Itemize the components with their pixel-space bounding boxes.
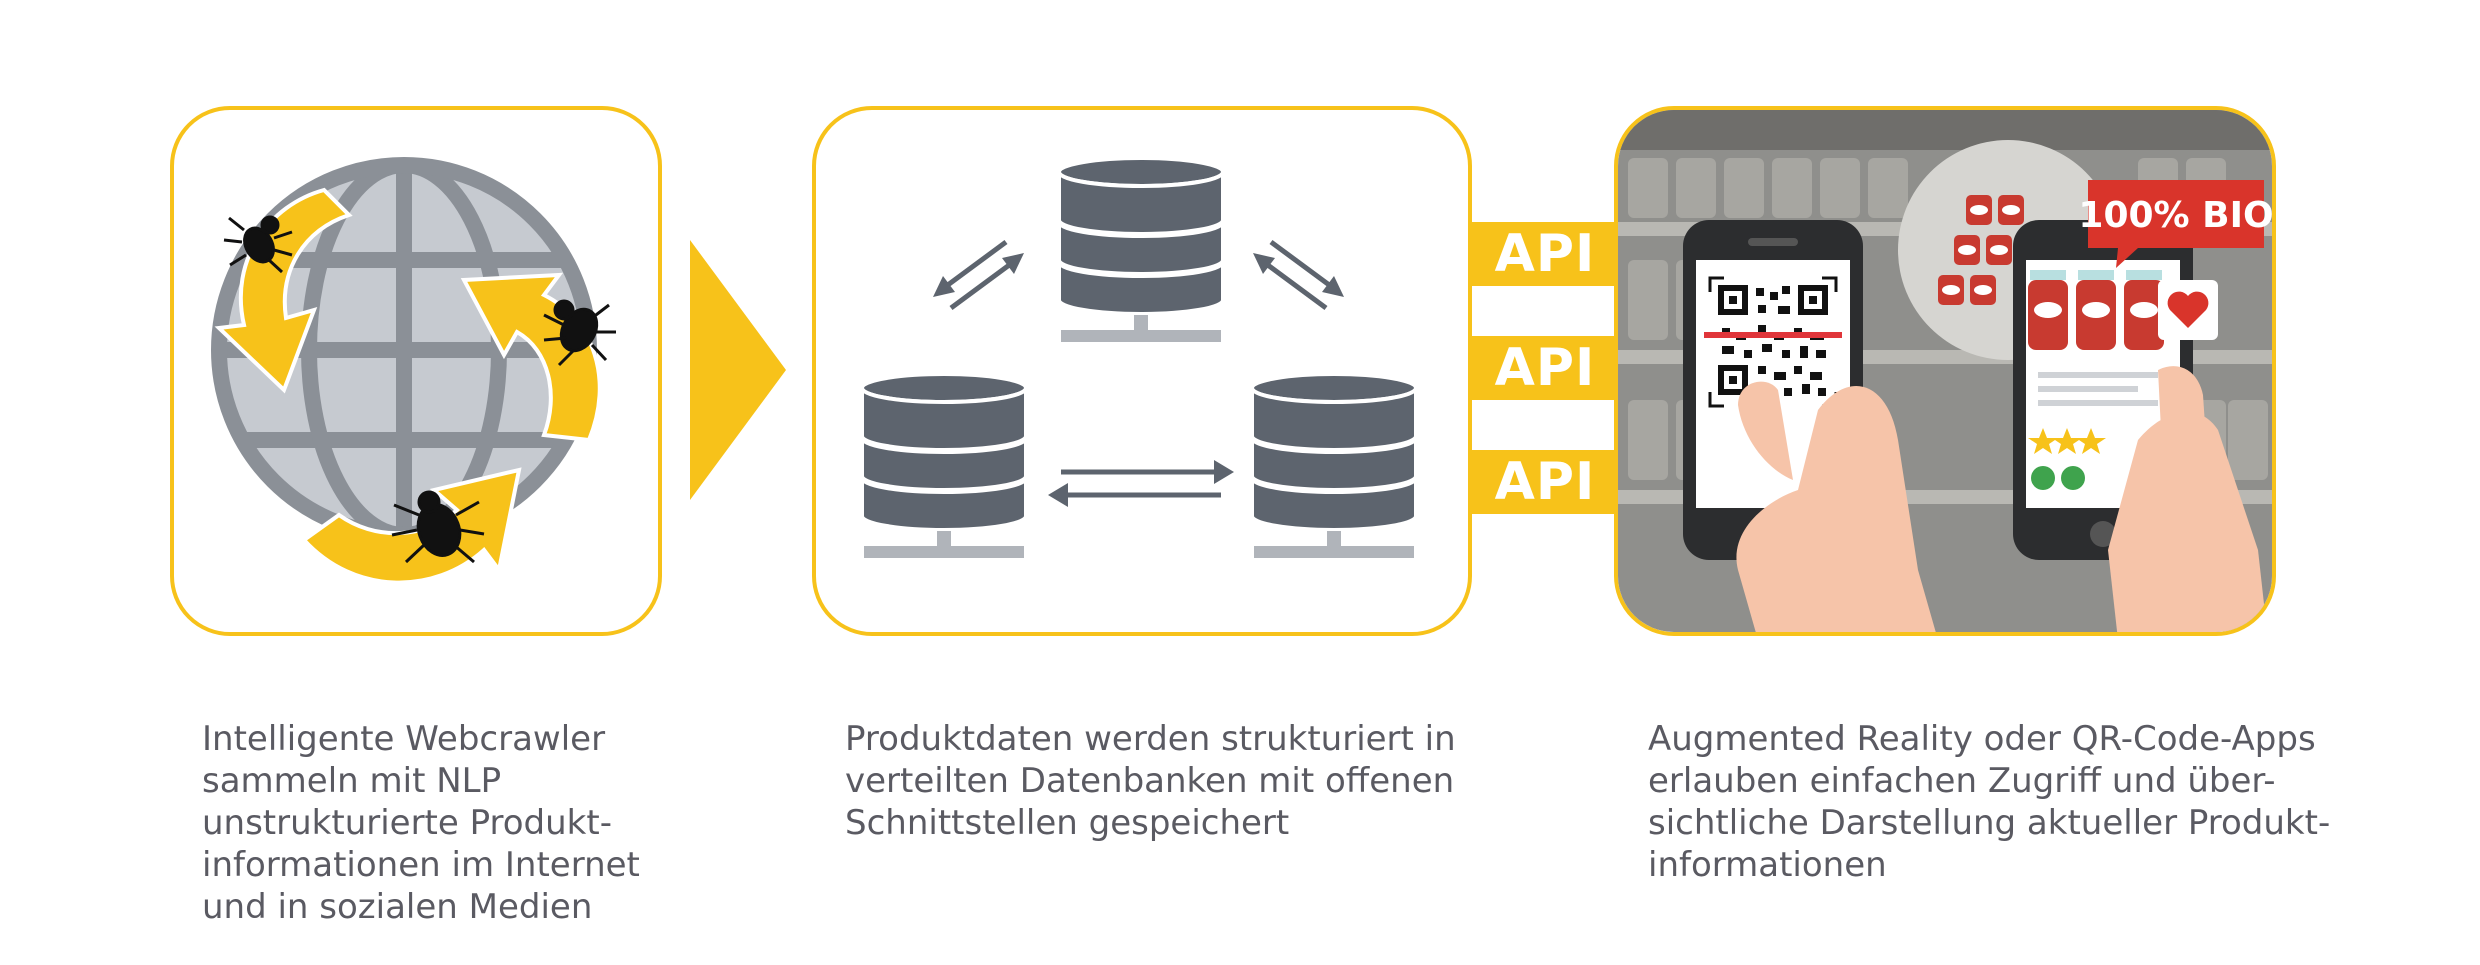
- jar-stack: [1938, 195, 2024, 305]
- bidirectional-arrow-icon: [933, 239, 1024, 311]
- database-icon: [860, 372, 1028, 558]
- api-label: API: [1472, 222, 1618, 286]
- caption-line: verteilten Datenbanken mit offenen: [845, 761, 1455, 801]
- caption-line: Schnittstellen gespeichert: [845, 803, 1290, 843]
- caption-line: erlauben einfachen Zugriff und über-: [1648, 761, 2276, 801]
- caption-line: informationen: [1648, 845, 1887, 885]
- caption-line: sammeln mit NLP: [202, 761, 502, 801]
- globe-illustration: [211, 157, 616, 585]
- caption-line: unstrukturierte Produkt-: [202, 803, 612, 843]
- caption-line: Intelligente Webcrawler: [202, 719, 606, 759]
- api-label: API: [1472, 450, 1618, 514]
- spider-icon: [223, 215, 293, 274]
- database-caption: Produktdaten werden strukturiert in vert…: [845, 718, 1456, 844]
- caption-line: und in sozialen Medien: [202, 887, 593, 927]
- apps-caption: Augmented Reality oder QR-Code-Apps erla…: [1648, 718, 2330, 886]
- bio-badge: 100% BIO: [2078, 180, 2272, 268]
- crawler-caption: Intelligente Webcrawler sammeln mit NLP …: [202, 718, 640, 928]
- database-network: [860, 156, 1418, 558]
- globe-icon: [211, 157, 597, 543]
- hands: [1736, 366, 2268, 632]
- badge-text: 100% BIO: [2078, 195, 2272, 236]
- caption-line: sichtliche Darstellung aktueller Produkt…: [1648, 803, 2331, 843]
- apps-panel: 100% BIO: [1614, 106, 2276, 636]
- caption-line: Produktdaten werden strukturiert in: [845, 719, 1456, 759]
- api-label: API: [1472, 336, 1618, 400]
- heart-icon: [2167, 291, 2209, 328]
- spider-icon: [391, 490, 485, 564]
- crawler-panel: [170, 106, 662, 636]
- database-icon: [1057, 156, 1225, 342]
- caption-line: informationen im Internet: [202, 845, 640, 885]
- database-panel: [812, 106, 1472, 636]
- spider-icon: [543, 299, 616, 367]
- star-icon: [2028, 428, 2106, 454]
- caption-line: Augmented Reality oder QR-Code-Apps: [1648, 719, 2316, 759]
- database-icon: [1250, 372, 1418, 558]
- shop-scene: 100% BIO: [1618, 110, 2272, 632]
- bidirectional-arrow-icon: [1048, 460, 1234, 507]
- bidirectional-arrow-icon: [1253, 239, 1344, 311]
- process-arrow-icon: [690, 240, 786, 500]
